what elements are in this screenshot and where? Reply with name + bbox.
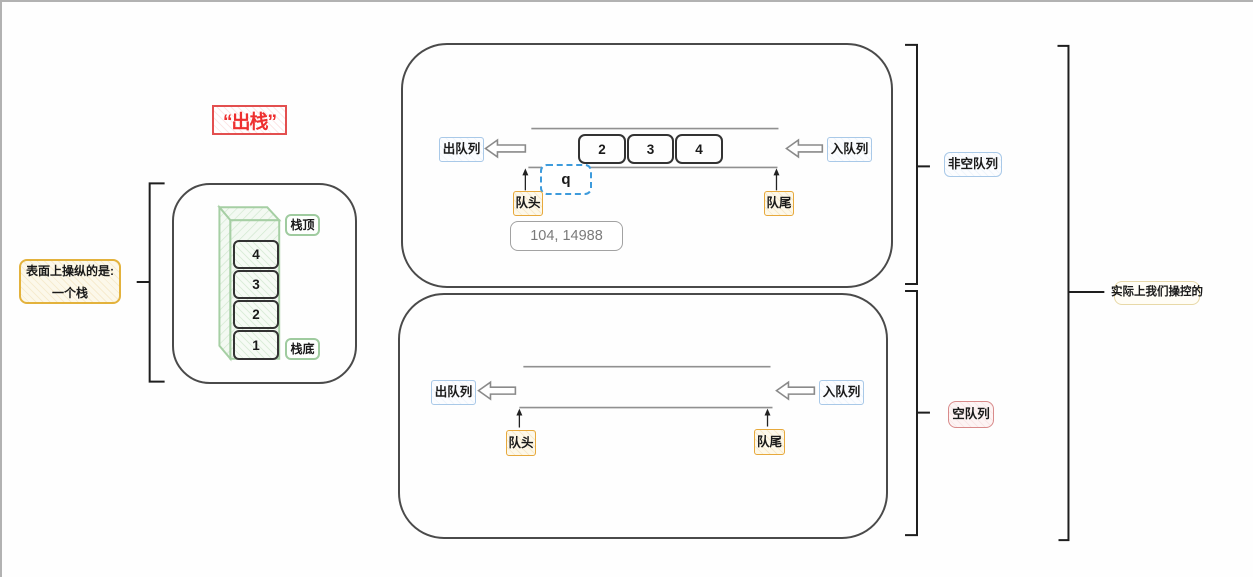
outer-bracket <box>1057 44 1105 542</box>
stack-bottom-label[interactable]: 栈底 <box>285 338 320 360</box>
stack-top-label[interactable]: 栈顶 <box>285 214 320 236</box>
empty-queue-tail-label[interactable]: 队尾 <box>754 429 785 455</box>
empty-enqueue-arrow-icon <box>775 380 816 401</box>
empty-queue-head-label[interactable]: 队头 <box>506 430 536 456</box>
empty-queue-bracket <box>905 289 930 537</box>
nonempty-queue-side-label[interactable]: 非空队列 <box>944 152 1002 177</box>
empty-head-pointer-icon <box>516 408 523 428</box>
surface-note[interactable]: 表面上操纵的是: 一个栈 <box>19 259 121 304</box>
nonempty-queue-container[interactable] <box>401 43 893 288</box>
stack-container[interactable] <box>172 183 357 384</box>
position-readout: 104, 14988 <box>510 221 623 251</box>
stack-item[interactable]: 1 <box>233 330 279 360</box>
queue-item[interactable]: 4 <box>675 134 723 164</box>
stack-item[interactable]: 4 <box>233 240 279 269</box>
empty-queue-container[interactable] <box>398 293 888 539</box>
surface-note-line2: 一个栈 <box>51 286 88 300</box>
enqueue-arrow-icon <box>785 138 824 159</box>
empty-queue-side-label[interactable]: 空队列 <box>948 401 994 428</box>
empty-dequeue-arrow-icon <box>477 380 517 401</box>
enqueue-label[interactable]: 入队列 <box>827 137 872 162</box>
queue-variable-node-selected[interactable]: q <box>540 164 592 195</box>
tail-pointer-icon <box>773 168 780 191</box>
queue-item[interactable]: 3 <box>627 134 674 164</box>
stack-item[interactable]: 3 <box>233 270 279 299</box>
empty-enqueue-label[interactable]: 入队列 <box>819 380 864 405</box>
pop-stack-note[interactable]: “出栈” <box>212 105 287 135</box>
outer-note[interactable]: 实际上我们操控的 <box>1111 281 1203 305</box>
head-pointer-icon <box>522 168 529 191</box>
empty-tail-pointer-icon <box>764 408 771 427</box>
queue-head-label[interactable]: 队头 <box>513 191 543 216</box>
stack-item[interactable]: 2 <box>233 300 279 329</box>
stack-bracket <box>136 182 165 383</box>
empty-dequeue-label[interactable]: 出队列 <box>431 380 476 405</box>
dequeue-arrow-icon <box>484 138 527 159</box>
nonempty-queue-bracket <box>905 43 930 286</box>
dequeue-label[interactable]: 出队列 <box>439 137 484 162</box>
surface-note-line1: 表面上操纵的是: <box>26 264 114 278</box>
queue-tail-label[interactable]: 队尾 <box>764 191 794 216</box>
queue-item[interactable]: 2 <box>578 134 626 164</box>
